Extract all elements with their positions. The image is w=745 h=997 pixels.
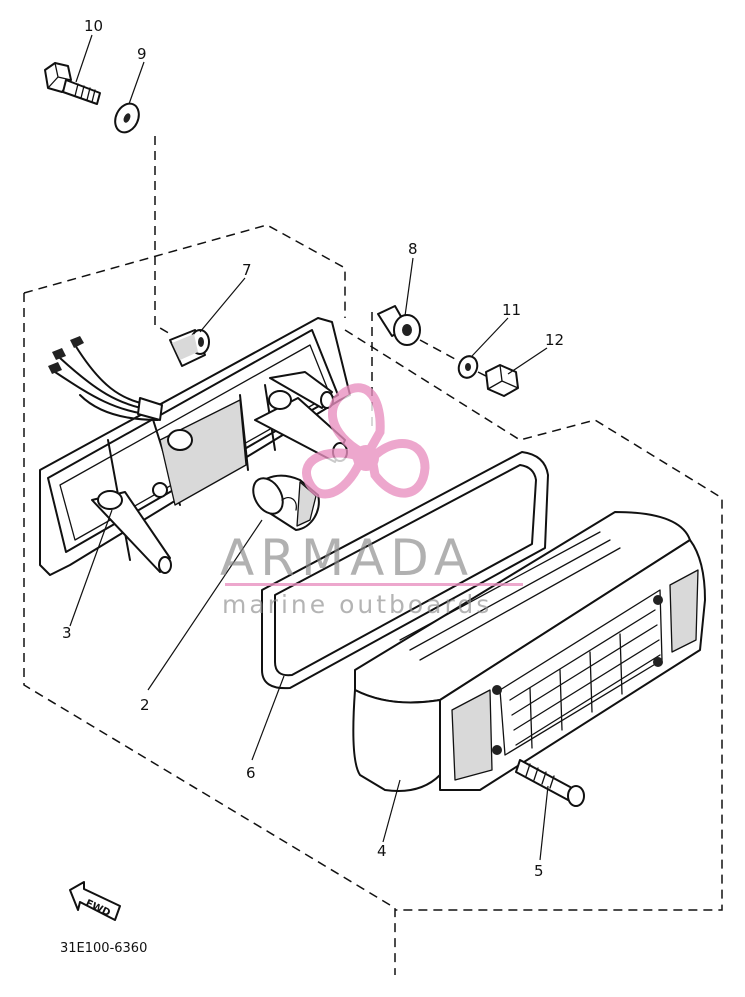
diagram-part-code: 31E100-6360 — [60, 941, 147, 956]
callout-part-11: 11 — [502, 301, 521, 319]
gasket-part-6 — [261, 451, 549, 690]
assembly-boundary — [23, 136, 723, 975]
grommet-part-7 — [169, 329, 210, 367]
armada-watermark: ARMADA marine outboards — [220, 383, 523, 619]
forward-arrow-icon: FWD — [69, 881, 121, 921]
callout-labels: 10 9 7 8 11 12 3 2 6 4 5 — [62, 17, 564, 880]
callout-part-7: 7 — [242, 261, 252, 279]
washer-part-9 — [114, 102, 140, 134]
lens-part-4 — [352, 511, 706, 792]
watermark-title: ARMADA — [220, 529, 474, 587]
callout-part-9: 9 — [137, 45, 147, 63]
spring-washer-part-11 — [457, 355, 479, 379]
callout-part-4: 4 — [377, 842, 387, 860]
hex-bolt-part-10 — [44, 62, 101, 105]
screw-part-5 — [515, 759, 585, 807]
callout-part-5: 5 — [534, 862, 544, 880]
watermark-subtitle: marine outboards — [222, 590, 492, 619]
callout-part-3: 3 — [62, 624, 72, 642]
collar-part-8 — [377, 305, 421, 346]
callout-part-12: 12 — [545, 331, 564, 349]
callout-part-8: 8 — [408, 240, 418, 258]
lamp-housing-part-3 — [39, 317, 351, 576]
propeller-logo-icon — [302, 383, 430, 499]
nut-part-12 — [485, 364, 519, 397]
callout-part-2: 2 — [140, 696, 150, 714]
leader-lines — [69, 34, 549, 861]
callout-part-6: 6 — [246, 764, 256, 782]
callout-part-10: 10 — [84, 17, 103, 35]
